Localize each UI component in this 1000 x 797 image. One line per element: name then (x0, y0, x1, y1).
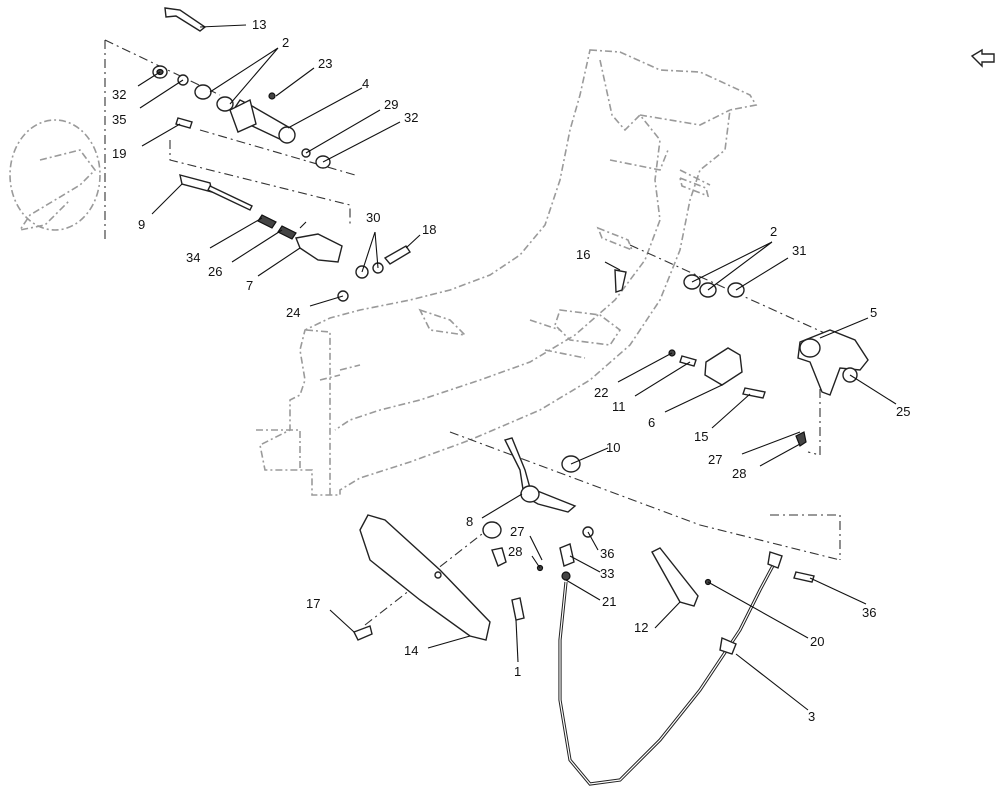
callout-13: 13 (252, 17, 266, 32)
callout-23: 23 (318, 56, 332, 71)
control-cable (558, 551, 783, 786)
callouts: 13 2 23 32 4 35 29 32 19 9 30 18 34 26 7… (112, 17, 910, 724)
callout-35: 35 (112, 112, 126, 127)
callout-24: 24 (286, 305, 300, 320)
callout-1: 1 (514, 664, 521, 679)
callout-27: 27 (510, 524, 524, 539)
callout-30: 30 (366, 210, 380, 225)
direction-arrow-icon (970, 48, 995, 68)
leader-lines (137, 24, 897, 711)
callout-28: 28 (732, 466, 746, 481)
callout-3: 3 (808, 709, 815, 724)
callout-5: 5 (870, 305, 877, 320)
callout-16: 16 (576, 247, 590, 262)
callout-18: 18 (422, 222, 436, 237)
callout-2: 2 (282, 35, 289, 50)
lower-parts (353, 437, 815, 641)
callout-8: 8 (466, 514, 473, 529)
callout-36: 36 (600, 546, 614, 561)
callout-6: 6 (648, 415, 655, 430)
callout-19: 19 (112, 146, 126, 161)
callout-27: 27 (708, 452, 722, 467)
callout-2: 2 (770, 224, 777, 239)
callout-17: 17 (306, 596, 320, 611)
callout-25: 25 (896, 404, 910, 419)
callout-4: 4 (362, 76, 369, 91)
callout-9: 9 (138, 217, 145, 232)
pedal-disc (9, 119, 101, 232)
callout-10: 10 (606, 440, 620, 455)
assembly-centerlines (104, 39, 841, 626)
callout-33: 33 (600, 566, 614, 581)
callout-7: 7 (246, 278, 253, 293)
callout-32: 32 (404, 110, 418, 125)
callout-26: 26 (208, 264, 222, 279)
main-frame (256, 49, 758, 496)
callout-31: 31 (792, 243, 806, 258)
callout-32: 32 (112, 87, 126, 102)
callout-22: 22 (594, 385, 608, 400)
callout-20: 20 (810, 634, 824, 649)
callout-28: 28 (508, 544, 522, 559)
callout-21: 21 (602, 594, 616, 609)
callout-34: 34 (186, 250, 200, 265)
callout-12: 12 (634, 620, 648, 635)
callout-14: 14 (404, 643, 418, 658)
callout-11: 11 (612, 399, 626, 414)
callout-36: 36 (862, 605, 876, 620)
callout-29: 29 (384, 97, 398, 112)
callout-15: 15 (694, 429, 708, 444)
